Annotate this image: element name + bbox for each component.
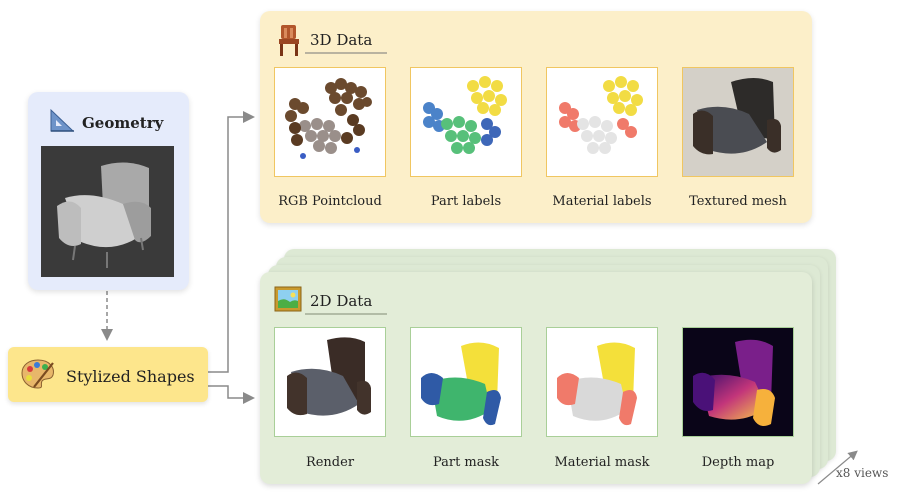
picture-icon bbox=[274, 286, 302, 312]
textured-mesh-label: Textured mesh bbox=[689, 194, 787, 209]
stylized-to-3d-arrow bbox=[208, 111, 255, 373]
material-labels-label: Material labels bbox=[552, 194, 652, 209]
data-3d-title: 3D Data bbox=[310, 31, 373, 49]
geometry-title: Geometry bbox=[82, 114, 164, 132]
part-mask-image bbox=[410, 327, 522, 437]
part-mask-label: Part mask bbox=[432, 455, 500, 470]
data-3d-title-underline bbox=[305, 52, 387, 54]
data-2d-title: 2D Data bbox=[310, 292, 373, 310]
chair-icon bbox=[279, 25, 299, 56]
stylized-to-2d-arrow bbox=[208, 385, 255, 404]
triangle-ruler-icon bbox=[50, 108, 75, 132]
views-count-label: x8 views bbox=[836, 466, 889, 480]
depth-map-label: Depth map bbox=[701, 455, 775, 470]
stylized-shapes-label: Stylized Shapes bbox=[66, 367, 195, 386]
render-image bbox=[274, 327, 386, 437]
rgb-pointcloud-label: RGB Pointcloud bbox=[278, 194, 382, 209]
rgb-pointcloud-image bbox=[274, 67, 386, 177]
part-labels-image bbox=[410, 67, 522, 177]
textured-mesh-image bbox=[682, 67, 794, 177]
part-labels-label: Part labels bbox=[430, 194, 502, 209]
render-label: Render bbox=[305, 455, 355, 470]
views-arrow bbox=[817, 450, 858, 485]
depth-map-image bbox=[682, 327, 794, 437]
material-mask-image bbox=[546, 327, 658, 437]
palette-icon bbox=[21, 359, 54, 389]
data-2d-title-underline bbox=[305, 313, 387, 315]
material-mask-label: Material mask bbox=[554, 455, 650, 470]
geometry-chair-image bbox=[41, 146, 174, 277]
material-labels-image bbox=[546, 67, 658, 177]
